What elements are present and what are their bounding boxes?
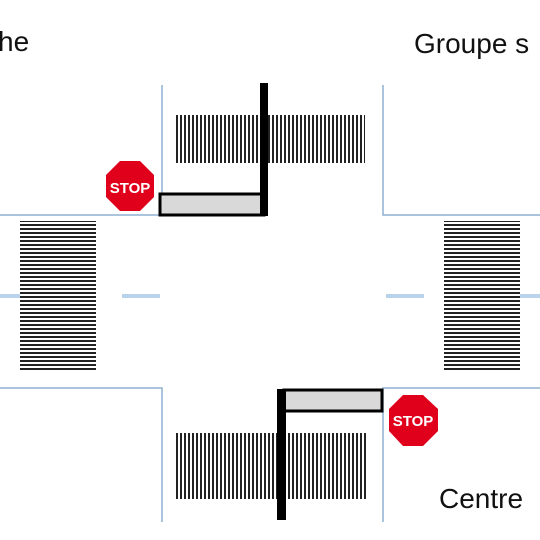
gate-arm-south: [282, 388, 384, 413]
stop-sign-south: STOP: [386, 392, 441, 449]
stop-sign-face: [106, 161, 154, 211]
crosswalk-east: [444, 221, 520, 371]
stop-sign-text: STOP: [110, 180, 151, 197]
gate-arm-north: [158, 192, 266, 217]
label-bottom-right: Centre: [439, 483, 524, 514]
curb-bottom-left: [0, 387, 163, 522]
curb-bottom-right: [382, 387, 540, 522]
barrier-north: [158, 83, 268, 217]
label-top-left: he: [0, 26, 30, 57]
stop-sign-north: STOP: [103, 158, 157, 214]
label-top-right: Groupe s: [414, 28, 530, 59]
crosswalk-south: [176, 433, 366, 499]
barrier-south: [277, 388, 384, 520]
stop-sign-text: STOP: [393, 413, 434, 430]
barrier-post-north: [260, 83, 268, 216]
curb-top-right: [382, 85, 540, 216]
stop-sign-face: [389, 395, 438, 446]
crosswalk-west: [20, 221, 96, 371]
crosswalk-north: [175, 115, 365, 163]
crosswalks: [20, 115, 520, 499]
barrier-post-south: [277, 389, 286, 520]
